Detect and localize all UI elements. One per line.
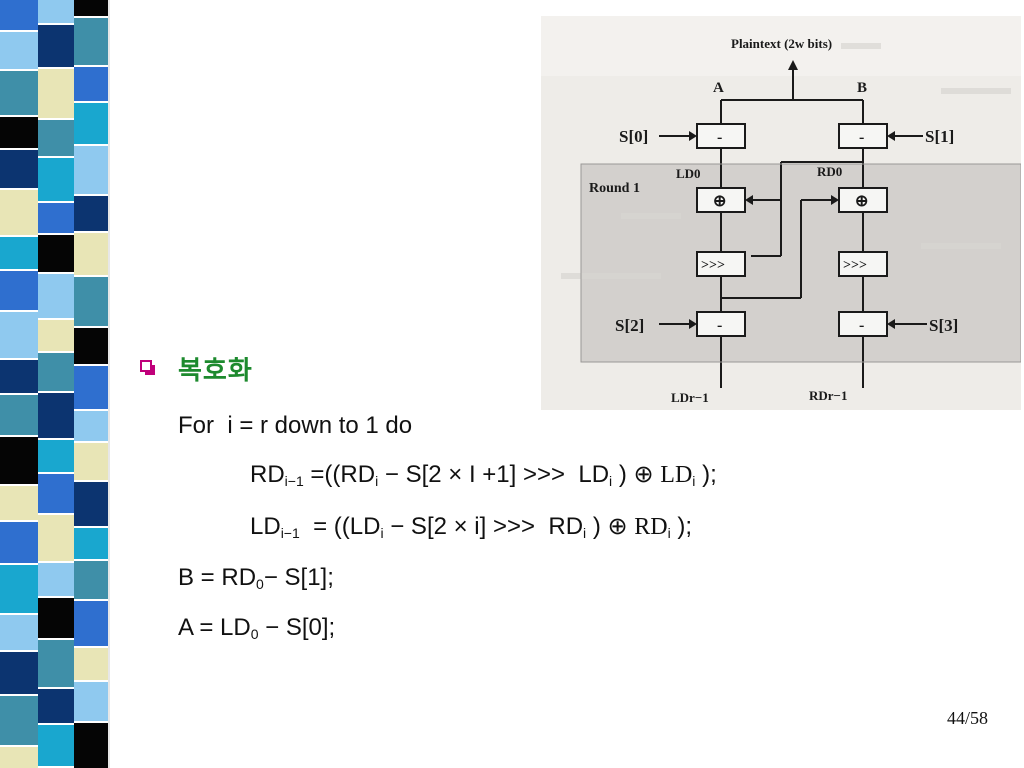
strip-block [0, 271, 38, 310]
strip-block [38, 515, 74, 561]
strip-block [74, 103, 108, 144]
strip-block [0, 312, 38, 358]
bullet-icon [140, 360, 155, 375]
b-assign-line: B = RD0− S[1]; [178, 564, 334, 592]
strip-block [74, 196, 108, 231]
plaintext-label: Plaintext (2w bits) [731, 36, 832, 51]
strip-block [0, 486, 38, 520]
label-b: B [857, 80, 867, 96]
minus-box-s2: - [717, 317, 722, 334]
strip-block [38, 0, 74, 23]
strip-block [0, 32, 38, 69]
strip-block [38, 203, 74, 233]
rd-update-line: RDi−1 =((RDi − S[2 × I +1] >>> LDi ) ⊕ L… [250, 461, 717, 489]
strip-block [74, 18, 108, 65]
minus-box-s3: - [859, 317, 864, 334]
strip-block [38, 274, 74, 318]
strip-block [38, 25, 74, 67]
strip-block [38, 440, 74, 472]
label-a: A [713, 80, 724, 96]
strip-block [0, 615, 38, 650]
strip-block [38, 158, 74, 201]
minus-box-s0: - [717, 129, 722, 146]
strip-block [38, 563, 74, 596]
strip-block [38, 640, 74, 687]
strip-block [0, 71, 38, 115]
strip-block [0, 747, 38, 768]
strip-block [74, 233, 108, 275]
decorative-side-strip [0, 0, 118, 768]
strip-block [74, 277, 108, 326]
strip-block [0, 565, 38, 613]
strip-block [74, 648, 108, 680]
strip-block [74, 366, 108, 409]
strip-block [38, 725, 74, 766]
s1-label: S[1] [925, 127, 954, 146]
strip-block [74, 601, 108, 646]
strip-block [0, 437, 38, 484]
strip-block [38, 353, 74, 391]
strip-block [38, 69, 74, 118]
strip-block [0, 652, 38, 694]
ld0-label: LD0 [676, 166, 701, 181]
strip-block [74, 67, 108, 101]
strip-block [0, 150, 38, 188]
rc5-decryption-diagram-image: Plaintext (2w bits) A B - S[0] ⊕ LD0 >>>… [541, 16, 1021, 410]
xor-box-right: ⊕ [855, 193, 868, 210]
strip-block [74, 682, 108, 721]
xor-box-left: ⊕ [713, 193, 726, 210]
strip-block [0, 237, 38, 269]
strip-block [74, 528, 108, 559]
s3-label: S[3] [929, 316, 958, 335]
strip-block [38, 235, 74, 272]
strip-block [0, 395, 38, 435]
strip-block [0, 117, 38, 148]
strip-block [38, 120, 74, 156]
a-assign-line: A = LD0 − S[0]; [178, 614, 336, 642]
strip-block [0, 360, 38, 393]
for-loop-line: For i = r down to 1 do [178, 412, 413, 439]
ldr1-label: LDr−1 [671, 390, 709, 405]
s0-label: S[0] [619, 127, 648, 146]
strip-block [38, 689, 74, 723]
strip-block [74, 0, 108, 16]
strip-block [38, 598, 74, 638]
strip-block [74, 443, 108, 480]
strip-block [74, 328, 108, 364]
page-number: 44/58 [946, 708, 988, 728]
rotate-box-left: >>> [701, 258, 725, 273]
strip-block [74, 411, 108, 441]
section-heading: 복호화 [178, 356, 253, 386]
strip-graphic [0, 0, 118, 768]
strip-block [0, 522, 38, 563]
strip-block [74, 723, 108, 768]
strip-block [0, 0, 38, 30]
s2-label: S[2] [615, 316, 644, 335]
ld-update-line: LDi−1 = ((LDi − S[2 × i] >>> RDi ) ⊕ RDi… [250, 513, 693, 541]
strip-block [0, 190, 38, 235]
rdr1-label: RDr−1 [809, 388, 847, 403]
strip-block [74, 146, 108, 194]
round-label: Round 1 [589, 181, 640, 196]
minus-box-s1: - [859, 129, 864, 146]
strip-block [74, 482, 108, 526]
strip-block [38, 393, 74, 438]
strip-block [38, 474, 74, 513]
rd0-label: RD0 [817, 164, 842, 179]
rotate-box-right: >>> [843, 258, 867, 273]
strip-block [0, 696, 38, 745]
strip-block [74, 561, 108, 599]
strip-block [38, 320, 74, 351]
